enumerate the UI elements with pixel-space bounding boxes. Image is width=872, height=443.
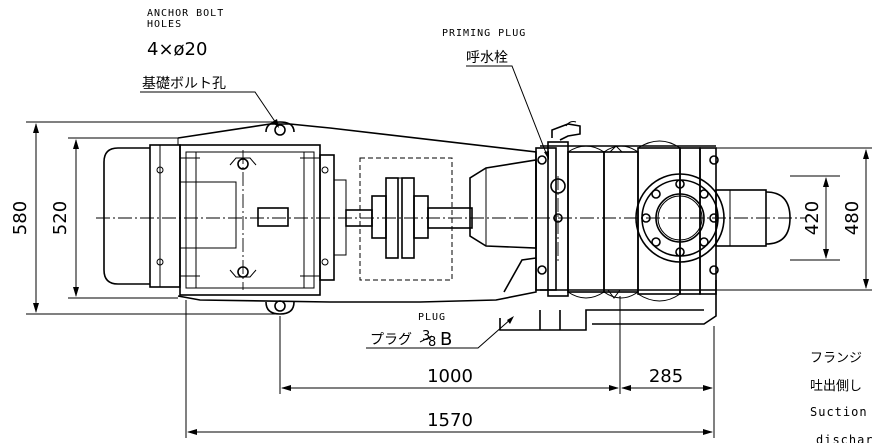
pump-casing	[535, 121, 719, 302]
plug-jp-label: プラグ	[370, 332, 412, 348]
suction-nozzle	[592, 189, 791, 325]
anchor-bolt-jp-label: 基礎ボルト孔	[142, 75, 226, 92]
leader-lines	[140, 65, 549, 349]
plug-size-unit: B	[440, 329, 452, 350]
coupling	[345, 157, 473, 281]
dimension-480: 480	[842, 201, 863, 235]
dimension-580: 580	[10, 201, 31, 235]
note-line-3: Suction	[810, 405, 868, 419]
anchor-bolt-spec: 4×ø20	[147, 39, 207, 60]
note-line-1: フランジ	[810, 351, 862, 366]
dimension-lines	[26, 121, 872, 438]
note-line-2: 吐出側し	[810, 379, 862, 394]
dimension-285: 285	[649, 366, 683, 387]
motor	[103, 144, 347, 296]
plug-size-numerator: 3	[422, 329, 430, 344]
priming-plug-jp-label: 呼水栓	[466, 50, 508, 66]
plug-size-denominator: 8	[428, 335, 436, 350]
base-frame	[177, 121, 704, 331]
dimension-520: 520	[50, 201, 71, 235]
centerlines	[96, 150, 806, 290]
anchor-bolt-en-label: ANCHOR BOLT	[147, 8, 224, 19]
dimension-1000: 1000	[427, 366, 473, 387]
note-line-4: dischar	[816, 433, 872, 443]
anchor-bolt-en-label-2: HOLES	[147, 19, 182, 30]
priming-plug-en-label: PRIMING PLUG	[442, 28, 526, 39]
plug-en-label: PLUG	[418, 312, 446, 323]
dimension-420: 420	[802, 201, 823, 235]
dimension-1570: 1570	[427, 410, 473, 431]
bearing-housing	[469, 159, 537, 249]
